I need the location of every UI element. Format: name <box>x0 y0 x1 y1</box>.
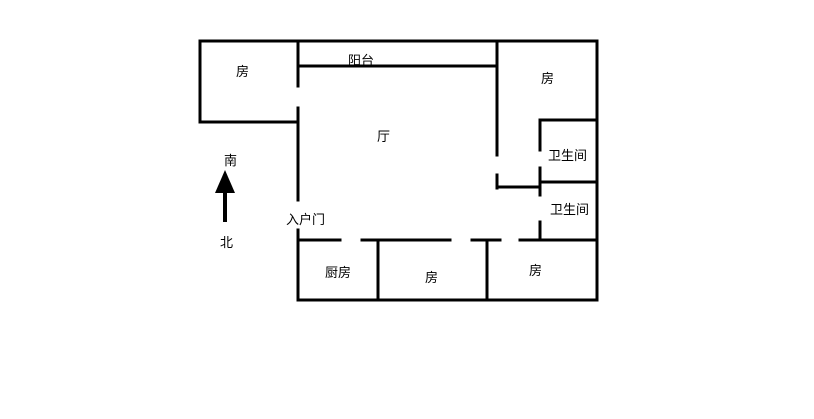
compass-arrow <box>215 170 235 222</box>
compass-north-label: 北 <box>220 236 234 251</box>
balcony-label: 阳台 <box>348 54 375 69</box>
walls <box>198 39 599 302</box>
compass-south-label: 南 <box>224 154 238 169</box>
bathroom-label-1: 卫生间 <box>548 149 588 164</box>
kitchen-label: 厨房 <box>325 266 352 281</box>
up-arrow-icon <box>215 170 235 193</box>
entrance-door-label: 入户门 <box>286 213 326 228</box>
room-label-se: 房 <box>529 264 543 279</box>
room-label-s-middle: 房 <box>425 271 439 286</box>
room-label-nw: 房 <box>236 65 250 80</box>
hall-label: 厅 <box>377 130 391 145</box>
room-label-ne: 房 <box>541 72 555 87</box>
bathroom-label-2: 卫生间 <box>550 203 590 218</box>
